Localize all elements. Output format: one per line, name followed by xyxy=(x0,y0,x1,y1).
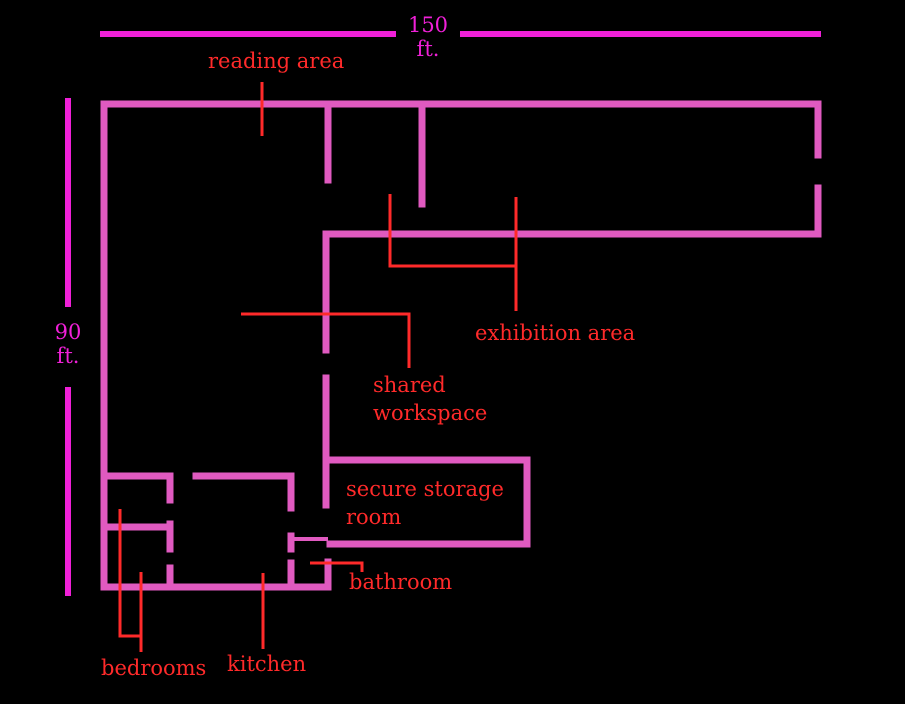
width-dimension-unit: ft. xyxy=(416,37,440,61)
storage-room-wall xyxy=(326,456,531,548)
exhibition-area-label: exhibition area xyxy=(475,321,636,345)
leader-lines xyxy=(118,82,518,652)
bedrooms-label: bedrooms xyxy=(101,656,207,680)
shared-workspace-label-line-1: shared xyxy=(373,373,446,397)
width-dimension-value: 150 xyxy=(407,13,449,37)
bathroom-leader xyxy=(310,561,364,572)
shared-workspace-label-line-2: workspace xyxy=(373,401,488,425)
reading-area-label: reading area xyxy=(208,49,345,73)
width-dimension-label: 150 ft. xyxy=(396,11,460,63)
walls xyxy=(100,100,822,591)
secure-storage-label-line-2: room xyxy=(346,505,402,529)
bedrooms-leader-1 xyxy=(118,509,141,638)
outer-wall-main xyxy=(100,100,822,591)
height-dimension-value: 90 xyxy=(54,320,82,344)
kitchen-label: kitchen xyxy=(227,652,307,676)
bathroom-label: bathroom xyxy=(349,570,453,594)
height-dimension-unit: ft. xyxy=(56,344,80,368)
secure-storage-label-line-1: secure storage xyxy=(346,477,504,501)
outer-wall-east-lower xyxy=(322,184,822,354)
height-dimension-label: 90 ft. xyxy=(40,318,96,370)
dimension-lines xyxy=(65,31,821,596)
exhibition-area-leader xyxy=(388,194,516,268)
shared-workspace-leader xyxy=(241,312,411,368)
kitchen-wall xyxy=(192,472,295,512)
secure-storage-label: secure storage room xyxy=(346,475,504,531)
shared-workspace-label: shared workspace xyxy=(373,371,487,427)
